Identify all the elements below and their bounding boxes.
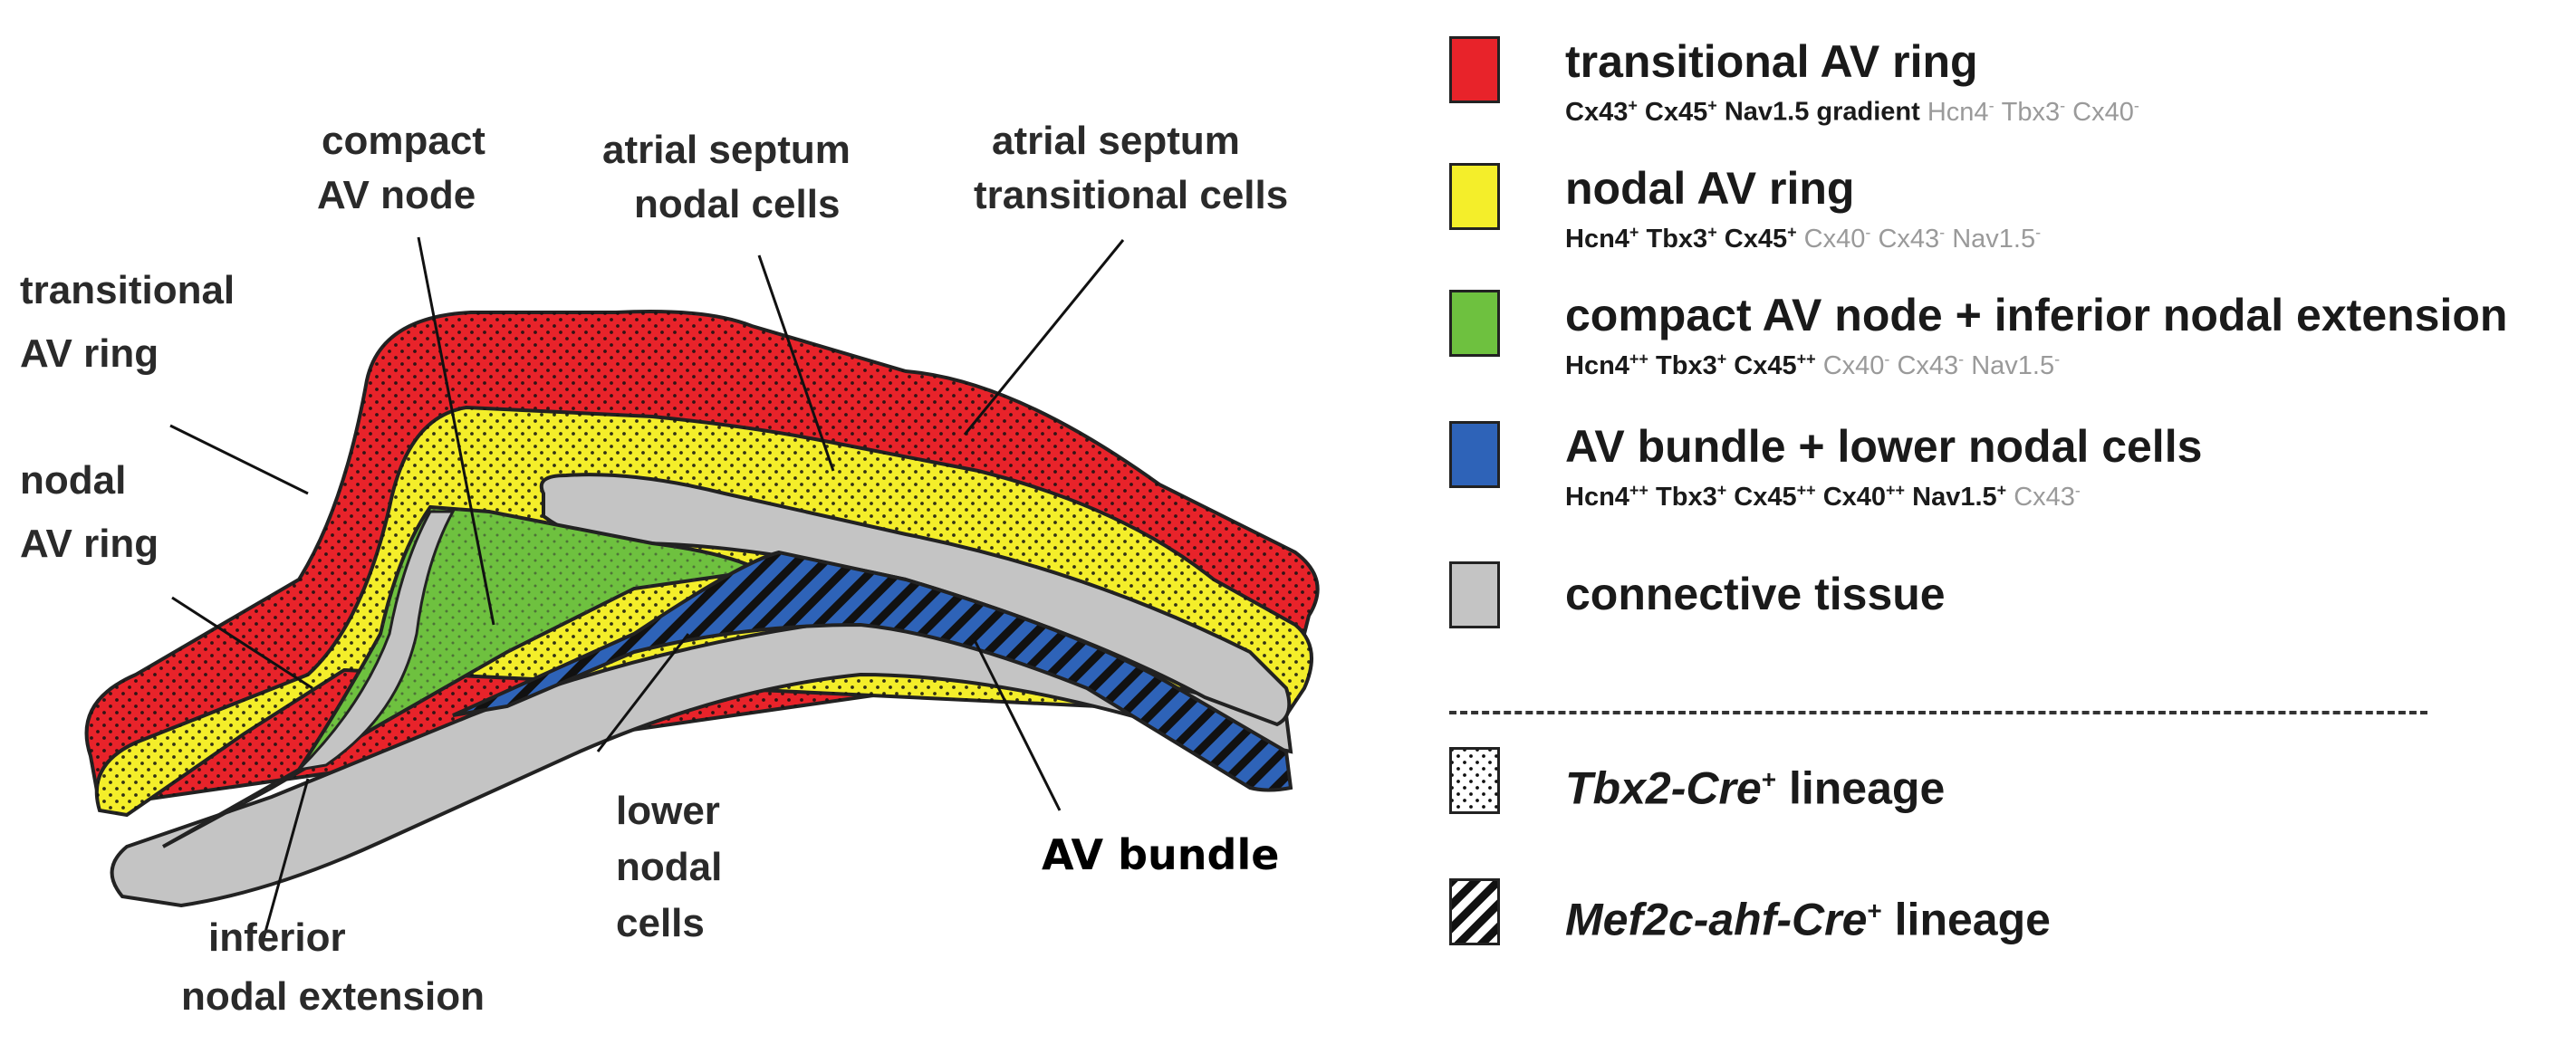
marker-cx45: Cx45+ — [1724, 223, 1797, 254]
label-atrial-septum-transitional: atrial septum transitional cells — [974, 119, 1288, 217]
legend-title: compact AV node + inferior nodal extensi… — [1565, 290, 2508, 340]
marker-cx40: Cx40- — [1803, 223, 1871, 254]
legend-markers: Cx43+ Cx45+ Nav1.5 gradient Hcn4- Tbx3- … — [1565, 87, 2139, 130]
swatch-grey — [1449, 561, 1500, 628]
marker-cx43: Cx43+ — [1565, 96, 1638, 127]
legend-markers: Hcn4+ Tbx3+ Cx45+ Cx40- Cx43- Nav1.5- — [1565, 214, 2041, 257]
marker-tbx3: Tbx3+ — [1646, 223, 1717, 254]
legend: transitional AV ring Cx43+ Cx45+ Nav1.5 … — [1449, 0, 2572, 1054]
swatch-blue — [1449, 421, 1500, 488]
lineage-name: Tbx2-Cre — [1565, 762, 1762, 814]
swatch-green — [1449, 290, 1500, 357]
label-lower-nodal-cells: lower nodal cells — [616, 789, 734, 945]
marker-nav1-5: Nav1.5- — [1952, 223, 2042, 254]
label-transitional-av-ring: transitional AV ring — [20, 268, 245, 376]
legend-markers: Hcn4++ Tbx3+ Cx45++ Cx40++ Nav1.5+ Cx43- — [1565, 472, 2202, 515]
legend-title: connective tissue — [1565, 569, 1946, 619]
av-bundle-region — [452, 550, 1293, 792]
marker-cx45: Cx45++ — [1734, 350, 1816, 380]
marker-tbx3: Tbx3- — [2001, 96, 2066, 127]
marker-cx43: Cx43- — [1878, 223, 1946, 254]
marker-cx40: Cx40++ — [1822, 481, 1906, 512]
label-inferior-nodal-extension: inferior nodal extension — [181, 915, 485, 1019]
label-nodal-av-ring: nodal AV ring — [20, 458, 159, 566]
marker-cx45: Cx45+ — [1644, 96, 1717, 127]
label-compact-av-node: compact AV node — [317, 119, 496, 217]
marker-nav1-5: Nav1.5- — [1971, 350, 2061, 380]
marker-nav1-5: Nav1.5+ — [1912, 481, 2007, 512]
lineage-label: Mef2c-ahf-Cre+ lineage — [1565, 894, 2051, 945]
swatch-yellow — [1449, 163, 1500, 230]
marker-cx45: Cx45++ — [1734, 481, 1816, 512]
legend-title: AV bundle + lower nodal cells — [1565, 421, 2203, 472]
legend-title: transitional AV ring — [1565, 36, 1978, 87]
marker-hcn4: Hcn4- — [1927, 96, 1994, 127]
marker-hcn4: Hcn4+ — [1565, 223, 1639, 254]
lineage-label: Tbx2-Cre+ lineage — [1565, 762, 1946, 814]
lineage-name: Mef2c-ahf-Cre — [1565, 894, 1868, 945]
swatch-stripes-pattern — [1449, 878, 1500, 945]
legend-markers: Hcn4++ Tbx3+ Cx45++ Cx40- Cx43- Nav1.5- — [1565, 340, 2507, 384]
leader-lines — [169, 236, 1125, 943]
marker-nav1-5-gradient: Nav1.5 gradient — [1724, 97, 1920, 127]
marker-cx43: Cx43- — [2014, 481, 2081, 512]
legend-title: nodal AV ring — [1565, 163, 1855, 214]
marker-tbx3: Tbx3+ — [1656, 481, 1727, 512]
marker-cx40: Cx40- — [1822, 350, 1890, 380]
marker-hcn4: Hcn4++ — [1565, 481, 1648, 512]
marker-tbx3: Tbx3+ — [1656, 350, 1727, 380]
av-conduction-diagram: compact AV node atrial septum nodal cell… — [20, 119, 1320, 1019]
swatch-dots-pattern — [1449, 747, 1500, 814]
swatch-red — [1449, 36, 1500, 103]
connective-tissue-slit — [294, 510, 456, 772]
legend-divider — [1449, 711, 2427, 714]
marker-cx43: Cx43- — [1897, 350, 1965, 380]
marker-hcn4: Hcn4++ — [1565, 350, 1648, 380]
label-atrial-septum-nodal: atrial septum nodal cells — [602, 128, 861, 226]
marker-cx40: Cx40- — [2072, 96, 2139, 127]
label-av-bundle: AV bundle — [1042, 830, 1279, 879]
